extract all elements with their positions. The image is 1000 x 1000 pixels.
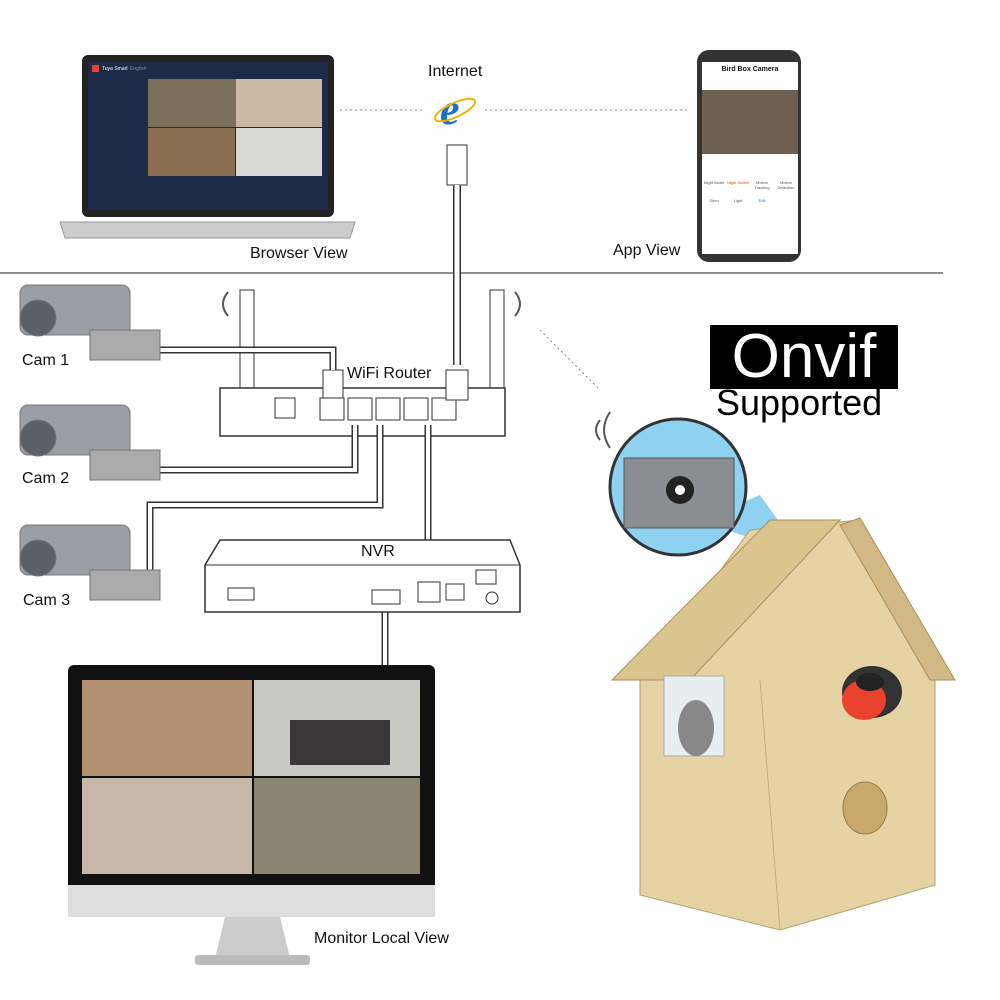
camera-1-icon bbox=[19, 284, 161, 361]
wifi-router-label: WiFi Router bbox=[347, 365, 432, 382]
app-view-label: App View bbox=[613, 242, 681, 259]
language-select[interactable]: English bbox=[130, 66, 147, 72]
video-tile-living[interactable] bbox=[236, 79, 322, 127]
onvif-badge: Onvif bbox=[710, 325, 898, 389]
tuya-logo-icon bbox=[92, 65, 99, 72]
nvr-label: NVR bbox=[361, 543, 395, 560]
monitor-tile-hallway bbox=[82, 680, 252, 776]
rj45-plug bbox=[446, 144, 468, 186]
app-name: Tuya Smart bbox=[102, 66, 128, 72]
control-motion-tracking[interactable]: Motion Tracking bbox=[754, 180, 770, 190]
cam3-label: Cam 3 bbox=[23, 592, 71, 609]
camera-3-icon bbox=[19, 524, 161, 601]
control-light[interactable]: Light bbox=[733, 198, 743, 203]
wifi-signal-icon bbox=[595, 411, 611, 449]
cam2-label: Cam 2 bbox=[22, 470, 70, 487]
internet-label: Internet bbox=[428, 63, 483, 80]
onvif-supported-text: Supported bbox=[716, 382, 883, 423]
phone-app-title: Bird Box Camera bbox=[721, 66, 779, 73]
monitor-local-view-label: Monitor Local View bbox=[314, 930, 449, 947]
monitor-tile-living-room bbox=[82, 778, 252, 874]
control-night-mode[interactable]: Night Mode bbox=[703, 180, 725, 185]
camera-2-icon bbox=[19, 404, 161, 481]
video-tile-garage[interactable] bbox=[236, 128, 322, 176]
phone-screen: Bird Box Camera Night Mode Night Switch … bbox=[702, 62, 798, 254]
video-tile-hallway[interactable] bbox=[148, 128, 235, 176]
laptop-screen: Tuya Smart English bbox=[88, 62, 328, 210]
browser-view-label: Browser View bbox=[250, 245, 348, 262]
laptop-base bbox=[59, 221, 356, 239]
cam1-label: Cam 1 bbox=[22, 352, 70, 369]
control-edit[interactable]: Edit bbox=[758, 198, 766, 203]
monitor-tile-birds bbox=[254, 778, 420, 874]
phone-live-video[interactable] bbox=[702, 90, 798, 154]
control-motion-detection[interactable]: Motion Detection bbox=[777, 180, 795, 190]
dotted-link-birdhouse bbox=[539, 329, 601, 391]
control-siren[interactable]: Siren bbox=[709, 198, 719, 203]
control-night-switch[interactable]: Night Switch bbox=[726, 180, 750, 185]
